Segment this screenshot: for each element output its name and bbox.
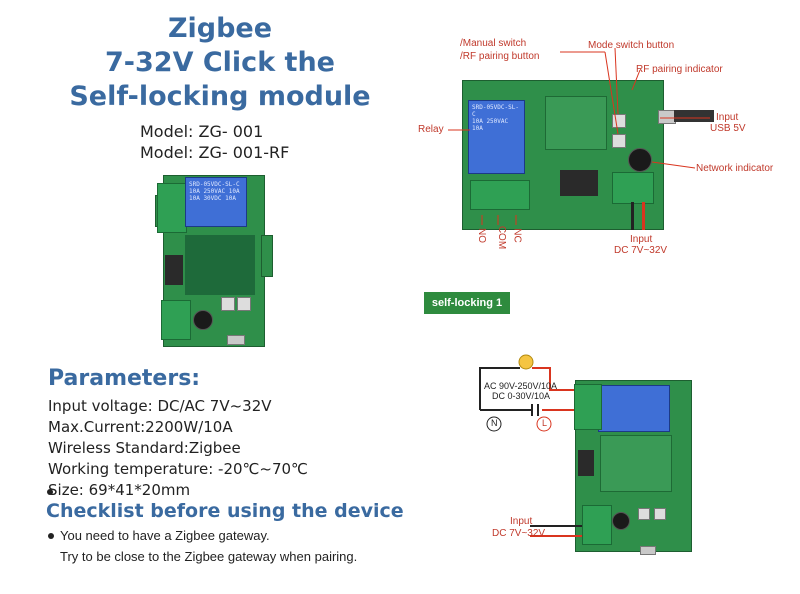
checklist-item-2: Try to be close to the Zigbee gateway wh…: [60, 549, 358, 564]
param-size: Size: 69*41*20mm: [48, 481, 191, 499]
top-diagram: SRD-05VDC-SL-C 10A 250VAC 10A /Manual sw…: [400, 30, 800, 265]
wire-red: [642, 202, 645, 230]
label-input-dc-2: DC 7V~32V: [614, 245, 668, 256]
output-terminal: [470, 180, 530, 210]
param-wireless-standard: Wireless Standard:Zigbee: [48, 439, 241, 457]
push-button: [237, 297, 251, 311]
wiring-diagram: AC 90V-250V/10A DC 0-30V/10A N L Input D…: [470, 340, 800, 594]
capacitor: [193, 310, 213, 330]
label-input-usb-1: Input: [716, 112, 739, 123]
relay-print: SRD-05VDC-SL-C 10A 250VAC 10A: [469, 101, 524, 135]
manual-switch-button: [612, 134, 626, 148]
zigbee-module: [545, 96, 607, 150]
pcb-tab: [261, 235, 273, 277]
bullet-dot: [47, 489, 53, 495]
model-line-2: Model: ZG- 001-RF: [140, 143, 290, 162]
model-line-1: Model: ZG- 001: [140, 122, 264, 141]
terminal-block: [157, 183, 187, 233]
annotation-leaders: [448, 47, 710, 225]
usb-port: [640, 546, 656, 555]
label-input-1: Input: [510, 516, 533, 527]
capacitor: [628, 148, 652, 172]
capacitor: [612, 512, 630, 530]
push-button: [221, 297, 235, 311]
product-photo-left: SRD-05VDC-SL-C 10A 250VAC 10A 10A 30VDC …: [155, 175, 273, 347]
usb-cable: [674, 110, 714, 122]
label-input-2: DC 7V~32V: [492, 528, 546, 539]
power-terminal: [582, 505, 612, 545]
bullet-dot: [48, 533, 54, 539]
label-relay: Relay: [418, 124, 444, 135]
page-title: Zigbee 7-32V Click the Self-locking modu…: [40, 12, 400, 114]
push-button: [638, 508, 650, 520]
label-rf-pairing-indicator: RF pairing indicator: [636, 64, 723, 75]
chip: [578, 450, 594, 476]
param-input-voltage: Input voltage: DC/AC 7V~32V: [48, 397, 272, 415]
parameters-heading: Parameters:: [48, 366, 201, 391]
label-rf-pairing-button: /RF pairing button: [460, 51, 540, 62]
param-working-temperature: Working temperature: -20℃~70℃: [48, 460, 308, 478]
relay: SRD-05VDC-SL-C 10A 250VAC 10A 10A 30VDC …: [185, 177, 247, 227]
relay-print-line: 10A 30VDC 10A: [189, 195, 236, 202]
relay-print-line: 10A 250VAC 10A: [472, 118, 509, 132]
label-input-dc-1: Input: [630, 234, 653, 245]
push-button: [654, 508, 666, 520]
chip: [165, 255, 183, 285]
title-line-3: Self-locking module: [69, 81, 371, 112]
label-manual-switch: /Manual switch: [460, 38, 527, 49]
label-input-usb-2: USB 5V: [710, 123, 746, 134]
chip: [560, 170, 598, 196]
checklist-item-1: You need to have a Zigbee gateway.: [60, 528, 270, 543]
power-terminal: [161, 300, 191, 340]
line-symbol: L: [542, 418, 548, 428]
label-network-indicator: Network indicator: [696, 163, 774, 174]
param-max-current: Max.Current:2200W/10A: [48, 418, 233, 436]
wire-black: [631, 202, 634, 230]
zigbee-module: [185, 235, 255, 295]
label-mode-switch-button: Mode switch button: [588, 40, 675, 51]
self-locking-badge: self-locking 1: [424, 292, 510, 314]
dc-spec-label: DC 0-30V/10A: [492, 391, 551, 401]
zigbee-module: [600, 435, 672, 492]
neutral-symbol: N: [491, 418, 498, 428]
relay-print-line: 10A 250VAC 10A: [189, 188, 240, 195]
title-line-1: Zigbee: [167, 13, 273, 44]
relay-print-line: SRD-05VDC-SL-C: [189, 181, 240, 188]
wiring-lines: [479, 354, 582, 537]
relay: SRD-05VDC-SL-C 10A 250VAC 10A: [468, 100, 525, 174]
checklist-heading: Checklist before using the device: [46, 500, 404, 522]
title-line-2: 7-32V Click the: [105, 47, 335, 78]
relay-print: SRD-05VDC-SL-C 10A 250VAC 10A 10A 30VDC …: [186, 178, 246, 205]
usb-port: [227, 335, 245, 345]
relay: [598, 385, 670, 432]
output-terminal: [574, 384, 602, 430]
ac-spec-label: AC 90V-250V/10A: [484, 381, 558, 391]
relay-print-line: SRD-05VDC-SL-C: [472, 104, 519, 118]
